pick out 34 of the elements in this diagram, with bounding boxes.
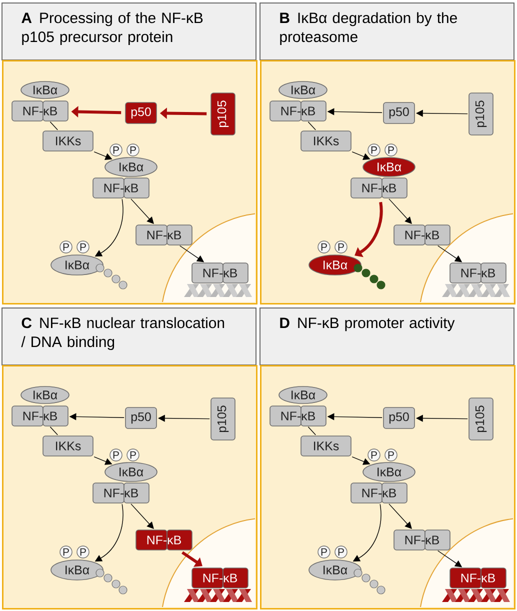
protein-box: p105	[210, 398, 236, 440]
protein-complex: NF-κB	[270, 100, 326, 122]
protein-complex: NF-κB	[450, 262, 506, 284]
protein-box: p105	[210, 92, 236, 136]
panel-header: A Processing of the NF-κB p105 precursor protein	[2, 2, 256, 60]
panel-header: D NF-κB promoter activity	[260, 308, 514, 366]
protein-complex: NF-κB	[136, 224, 192, 246]
protein-complex: NF-κB	[192, 568, 248, 588]
panel-header: B IκBα degradation by the proteasome	[260, 2, 514, 60]
protein-box: p50	[125, 407, 157, 429]
protein-box: p50	[125, 102, 157, 124]
protein-complex: NF-κB	[12, 100, 68, 122]
protein-box: IKKs	[300, 436, 352, 456]
protein-box: IKKs	[300, 130, 352, 152]
protein-complex: NF-κB	[350, 178, 408, 198]
protein-box: p105	[468, 398, 494, 440]
protein-complex: NF-κB	[92, 482, 150, 504]
protein-complex: NF-κB	[394, 530, 450, 550]
protein-complex: NF-κB	[192, 262, 248, 284]
arrow	[354, 202, 383, 258]
protein-box: IKKs	[42, 436, 94, 456]
protein-complex: NF-κB	[270, 406, 326, 426]
arrow	[182, 551, 202, 567]
protein-complex: NF-κB	[394, 224, 450, 246]
protein-box: p50	[383, 102, 415, 124]
protein-complex: NF-κB	[12, 406, 68, 426]
protein-box: IKKs	[42, 130, 94, 152]
protein-box: p50	[383, 407, 415, 429]
protein-complex: NF-κB	[136, 530, 192, 550]
protein-box: p105	[468, 92, 494, 136]
protein-complex: NF-κB	[350, 482, 408, 504]
panel-header: C NF-κB nuclear translocation / DNA binding	[2, 308, 256, 366]
protein-complex: NF-κB	[450, 568, 506, 588]
protein-complex: NF-κB	[92, 178, 150, 198]
